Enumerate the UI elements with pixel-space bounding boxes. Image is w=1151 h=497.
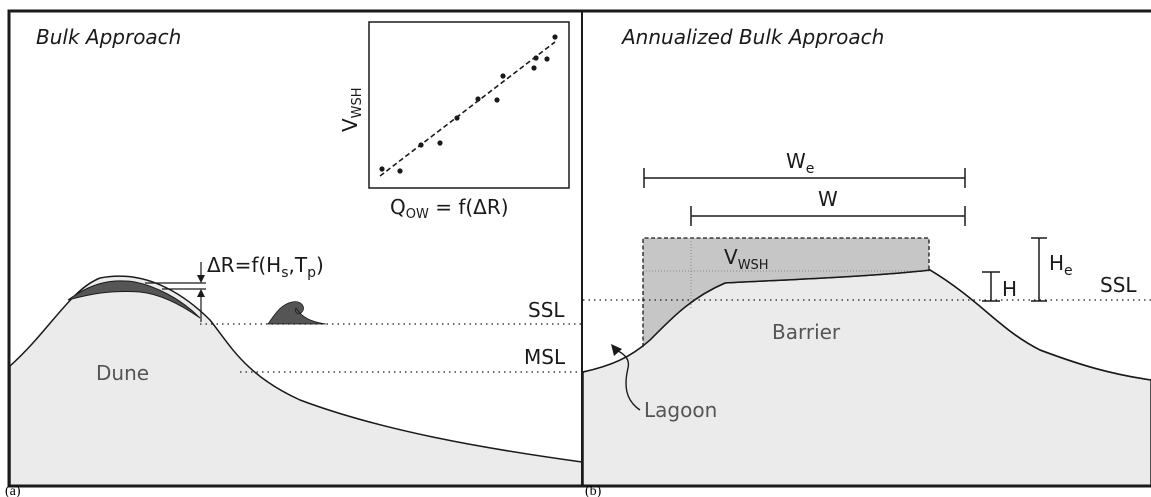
msl-label-a: MSL: [524, 345, 566, 369]
h-label: H: [1002, 277, 1017, 301]
w-label: W: [818, 187, 838, 211]
panel-b-title: Annualized Bulk Approach: [620, 25, 884, 49]
inset-ylabel: VWSH: [338, 87, 365, 132]
panel-a: Bulk Approach Dune SSL MSL ΔR=f(Hs,Tp): [9, 21, 583, 487]
inset-point: [552, 34, 558, 40]
lagoon-pointer-head: [611, 344, 622, 356]
figure-frame: [7, 9, 1151, 488]
inset-point: [494, 97, 500, 103]
inset-points: [379, 34, 558, 174]
inset-point: [437, 140, 443, 146]
inset-xlabel: QOW = f(ΔR): [390, 195, 509, 222]
inset-point: [379, 166, 385, 172]
inset-point: [454, 115, 460, 121]
washover-outline: [642, 237, 930, 347]
caption-b: (b): [585, 484, 602, 497]
runup-arrowhead-up: [197, 289, 205, 297]
dune-label: Dune: [96, 361, 149, 385]
lagoon-label: Lagoon: [644, 398, 717, 422]
inset-plot: VWSH QOW = f(ΔR): [338, 21, 570, 222]
inset-trendline: [379, 41, 556, 177]
inset-point: [475, 96, 481, 102]
washover-volume: [643, 238, 929, 347]
we-label: We: [786, 149, 814, 177]
inset-point: [533, 55, 539, 61]
inset-frame: [368, 21, 570, 189]
dune-washover-cap: [67, 280, 201, 319]
dune-ground: [9, 275, 583, 487]
inset-point: [531, 65, 537, 71]
panel-b: Annualized Bulk Approach Barrier Lagoon …: [582, 25, 1151, 487]
barrier-label: Barrier: [772, 320, 841, 344]
inset-point: [397, 168, 403, 174]
runup-label: ΔR=f(Hs,Tp): [207, 253, 324, 281]
inset-point: [544, 56, 550, 62]
runup-arrowhead-down: [197, 275, 205, 283]
wave-icon: [267, 301, 327, 325]
inset-point: [418, 142, 424, 148]
inset-point: [500, 73, 506, 79]
barrier-surface-line: [582, 269, 1151, 381]
ssl-label-a: SSL: [528, 298, 565, 322]
ssl-label-b: SSL: [1100, 273, 1137, 297]
caption-a: (a): [5, 484, 21, 497]
vwsh-label: VWSH: [724, 245, 769, 273]
lagoon-pointer: [615, 349, 641, 411]
he-label: He: [1049, 251, 1073, 279]
panel-a-title: Bulk Approach: [36, 25, 181, 49]
